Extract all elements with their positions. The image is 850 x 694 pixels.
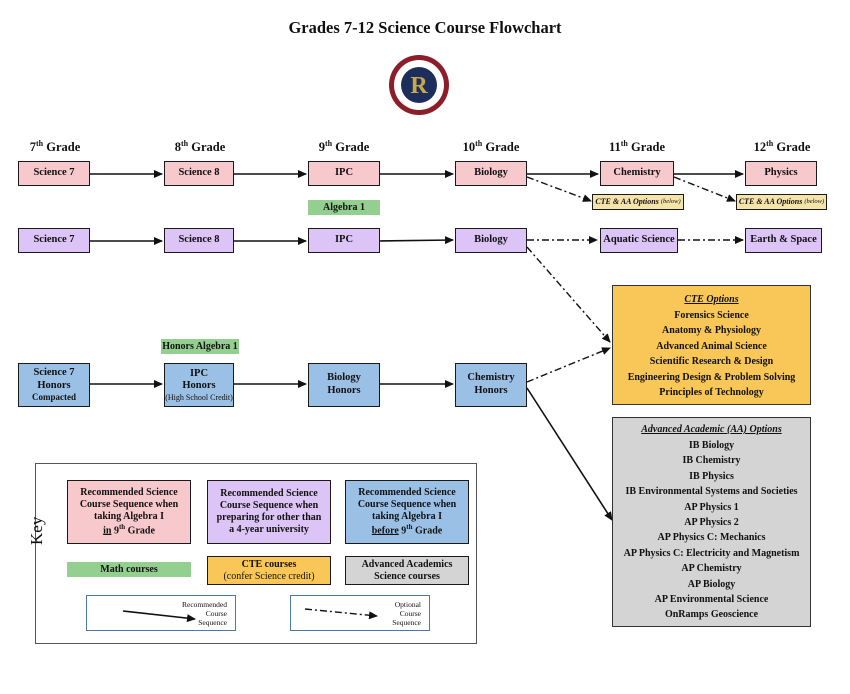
- aa-item: IB Biology: [688, 440, 735, 451]
- course-aquatic-science: Aquatic Science: [600, 228, 678, 253]
- course-biology: Biology: [455, 161, 527, 186]
- grade-header-7: 7th Grade: [29, 139, 81, 155]
- cte-item: Forensics Science: [674, 310, 749, 321]
- course-biology-alt: Biology: [455, 228, 527, 253]
- cte-item: Principles of Technology: [659, 387, 764, 399]
- aa-item: AP Physics C: Mechanics: [657, 532, 766, 544]
- aa-item: IB Chemistry: [682, 455, 741, 467]
- course-ipc-alt: IPC: [308, 228, 380, 253]
- cte-item: Advanced Animal Science: [656, 340, 767, 352]
- course-science-7: Science 7: [18, 161, 90, 186]
- course-science-8: Science 8: [164, 161, 234, 186]
- aa-item: AP Chemistry: [681, 563, 742, 575]
- aa-item: AP Biology: [687, 578, 736, 590]
- course-physics: Physics: [745, 161, 817, 186]
- key-label: Key: [27, 516, 46, 545]
- key-recommended-arrow: Recommended Course Sequence: [86, 595, 236, 631]
- aa-item: AP Physics 1: [684, 501, 739, 513]
- cte-item: Anatomy & Physiology: [662, 325, 761, 337]
- solid-arrow-icon: [122, 610, 196, 623]
- arrow-opt-bio-options: [526, 176, 592, 202]
- arrow-r2-9-10: [379, 236, 454, 245]
- course-earth-space: Earth & Space: [745, 228, 822, 253]
- aa-item: OnRamps Geoscience: [664, 609, 759, 621]
- arrow-opt-chem-options: [673, 176, 736, 202]
- dashdot-arrow-icon: [304, 608, 378, 620]
- school-district-seal-icon: R: [388, 54, 450, 116]
- svg-text:R: R: [410, 73, 428, 99]
- cte-item: Engineering Design & Problem Solving: [627, 371, 796, 383]
- course-science-7-alt: Science 7: [18, 228, 90, 253]
- cte-options-heading: CTE Options: [684, 294, 739, 305]
- course-science-8-alt: Science 8: [164, 228, 234, 253]
- course-ipc: IPC: [308, 161, 380, 186]
- aa-item: IB Physics: [689, 470, 734, 482]
- aa-options-heading: Advanced Academic (AA) Options: [641, 424, 782, 435]
- arrow-opt-bio-cte: [526, 246, 611, 343]
- grade-header-11: 11th Grade: [608, 139, 666, 155]
- math-algebra-1: Algebra 1: [308, 200, 380, 215]
- grade-header-12: 12th Grade: [753, 139, 811, 155]
- cte-item: Scientific Research & Design: [649, 356, 774, 368]
- page-title: Grades 7-12 Science Course Flowchart: [288, 18, 562, 37]
- aa-item: AP Environmental Science: [654, 594, 769, 606]
- aa-item: AP Physics 2: [684, 517, 739, 529]
- grade-header-10: 10th Grade: [462, 139, 520, 155]
- math-honors-algebra-1: Honors Algebra 1: [161, 339, 239, 354]
- grade-header-9: 9th Grade: [318, 139, 370, 155]
- grade-header-8: 8th Grade: [174, 139, 226, 155]
- cte-options-panel: CTE Options Forensics Science Anatomy & …: [612, 285, 811, 405]
- legend-key: [35, 463, 477, 644]
- arrow-opt-chem-cte: [526, 347, 611, 383]
- key-cte-courses: CTE courses(confer Science credit): [207, 556, 331, 585]
- options-note-12: CTE & AA Options (below): [736, 194, 827, 210]
- course-chemistry: Chemistry: [600, 161, 674, 186]
- aa-options-panel: Advanced Academic (AA) Options IB Biolog…: [612, 417, 811, 627]
- aa-item: IB Environmental Systems and Societies: [625, 486, 798, 498]
- arrow-r3-chem-aa: [526, 387, 613, 521]
- key-optional-arrow: Optional Course Sequence: [290, 595, 430, 631]
- key-math-courses: Math courses: [67, 562, 191, 577]
- options-note-11: CTE & AA Options (below): [592, 194, 684, 210]
- aa-item: AP Physics C: Electricity and Magnetism: [623, 547, 800, 559]
